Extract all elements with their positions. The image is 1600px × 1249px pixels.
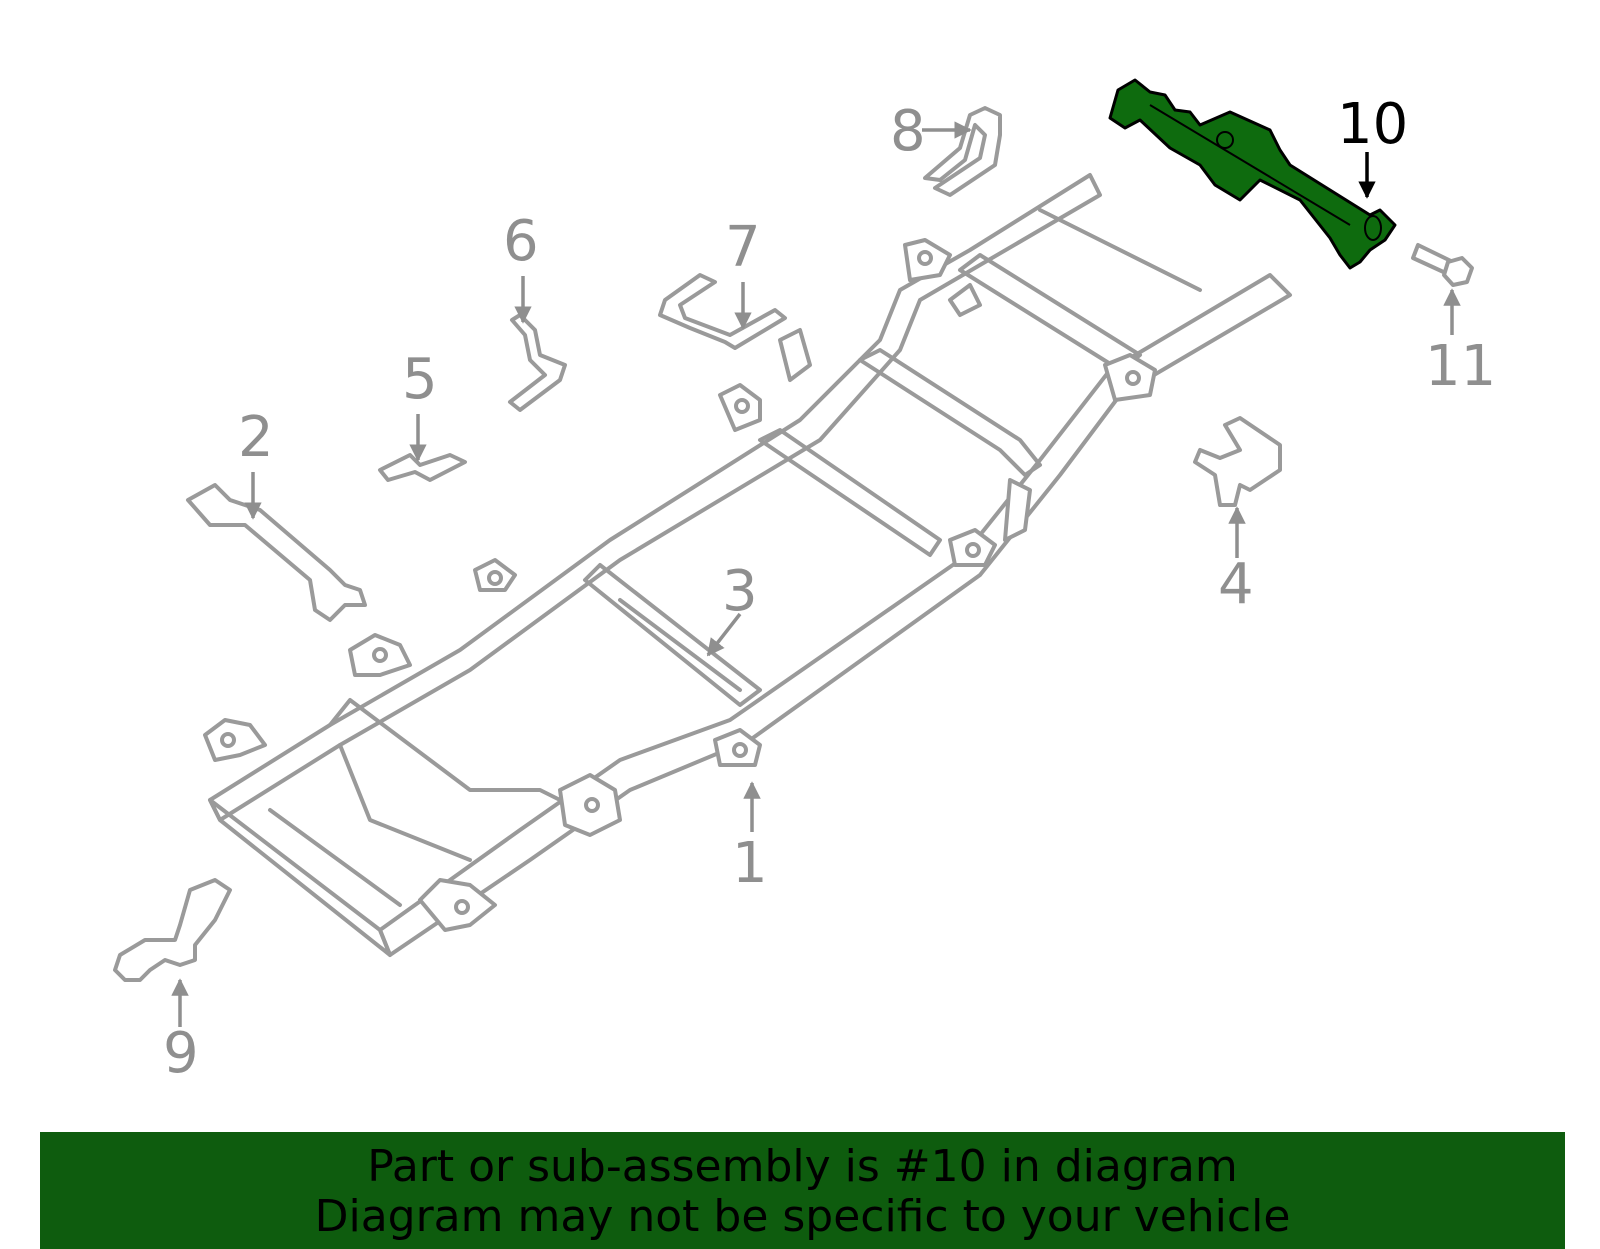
- callout-6: 6: [503, 209, 539, 274]
- part-4-bracket: [1193, 416, 1282, 507]
- part-11-bolt: [1411, 243, 1474, 287]
- callout-3: 3: [722, 559, 758, 624]
- callout-4: 4: [1218, 552, 1254, 617]
- part-10-highlighted: [1108, 78, 1397, 270]
- part-5-bracket: [378, 453, 467, 482]
- callout-arrows: [171, 121, 1461, 1027]
- callout-9: 9: [163, 1021, 199, 1086]
- part-2-bracket: [186, 483, 367, 622]
- callout-10: 10: [1337, 92, 1408, 157]
- callout-11: 11: [1425, 334, 1496, 399]
- info-banner: Part or sub-assembly is #10 in diagram D…: [40, 1132, 1565, 1249]
- callout-2: 2: [238, 405, 274, 470]
- frame-assembly: [203, 173, 1292, 957]
- callout-8: 8: [890, 99, 926, 164]
- callout-1: 1: [732, 831, 768, 896]
- part-9-bracket: [113, 878, 232, 982]
- banner-line-1: Part or sub-assembly is #10 in diagram: [367, 1141, 1238, 1192]
- banner-line-2: Diagram may not be specific to your vehi…: [314, 1191, 1291, 1242]
- part-6-bracket: [508, 313, 567, 412]
- part-7-bracket: [658, 273, 787, 350]
- part-8-bracket: [923, 106, 1002, 197]
- callout-7: 7: [725, 215, 761, 280]
- callout-5: 5: [402, 347, 438, 412]
